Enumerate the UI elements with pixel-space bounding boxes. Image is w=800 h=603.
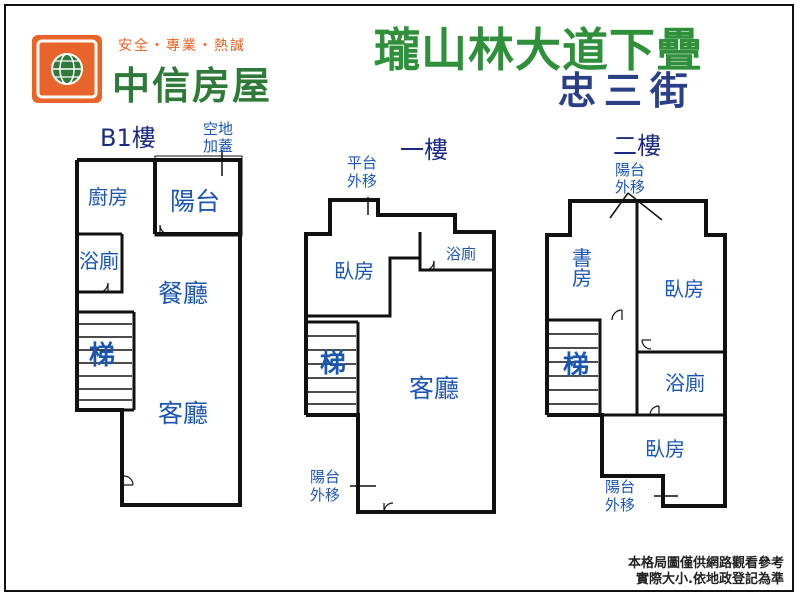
label-1f-bath: 浴廁 — [446, 245, 476, 263]
label-2f-balcony-1: 陽台 — [615, 161, 645, 179]
label-b1-bath: 浴廁 — [79, 249, 119, 273]
floor-title-b1: B1樓 — [100, 124, 156, 152]
label-1f-balcony-2: 外移 — [310, 486, 340, 504]
label-b1-stairs: 梯 — [89, 341, 115, 371]
label-2f-balcony2-2: 外移 — [605, 496, 635, 514]
property-title: 瓏山林大道下疊 — [374, 23, 703, 77]
disclaimer-line-2: 實際大小.依地政登記為準 — [636, 572, 784, 587]
label-2f-balcony-2: 外移 — [615, 178, 645, 196]
company-logo — [32, 35, 102, 103]
outer-frame — [4, 4, 794, 592]
label-b1-balcony: 陽台 — [170, 187, 220, 216]
label-1f-platform-2: 外移 — [347, 172, 377, 190]
label-1f-bedroom: 臥房 — [334, 259, 374, 283]
label-b1-dining: 餐廳 — [158, 279, 208, 308]
label-1f-stairs: 梯 — [320, 349, 346, 379]
label-2f-bedroom-2: 臥房 — [645, 437, 685, 461]
label-b1-extra-1: 空地 — [203, 120, 233, 138]
label-2f-balcony2-1: 陽台 — [605, 478, 635, 496]
company-name: 中信房屋 — [112, 64, 273, 108]
disclaimer-line-1: 本格局圖僅供網路觀看參考 — [627, 556, 784, 571]
floor-title-1f: 一樓 — [400, 136, 448, 164]
label-b1-living: 客廳 — [158, 399, 208, 428]
label-2f-bath: 浴廁 — [665, 371, 705, 395]
label-2f-stairs: 梯 — [563, 351, 589, 381]
label-1f-living: 客廳 — [409, 374, 459, 403]
floor-title-2f: 二樓 — [613, 132, 661, 160]
street-name: 忠三街 — [558, 69, 697, 113]
label-2f-study-1: 書 — [572, 246, 592, 270]
label-2f-study-2: 房 — [572, 266, 592, 290]
plan-2f — [545, 192, 727, 508]
globe-icon — [36, 39, 98, 99]
label-1f-platform-1: 平台 — [347, 154, 377, 172]
label-b1-kitchen: 廚房 — [88, 185, 128, 209]
label-1f-balcony-1: 陽台 — [310, 468, 340, 486]
label-b1-extra-2: 加蓋 — [203, 137, 233, 155]
label-2f-bedroom-1: 臥房 — [664, 277, 704, 301]
plan-1f — [304, 197, 496, 514]
plan-b1 — [75, 150, 243, 507]
company-slogan: 安全・專業・熱誠 — [118, 38, 246, 54]
